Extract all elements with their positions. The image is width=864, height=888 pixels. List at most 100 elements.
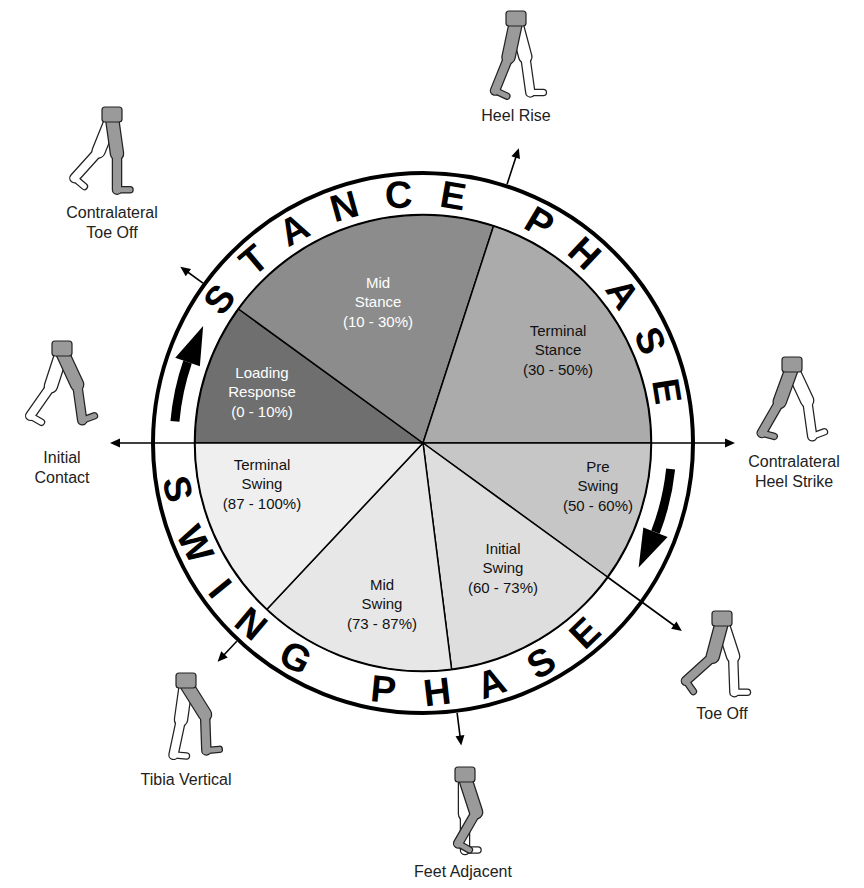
leg-outline bbox=[713, 622, 722, 657]
event-label: Feet Adjacent bbox=[393, 862, 533, 882]
leg-outline bbox=[62, 352, 77, 385]
leader-arrowhead bbox=[456, 735, 465, 745]
leg-outline bbox=[30, 386, 51, 415]
leg-fill bbox=[117, 187, 130, 192]
leg-fill bbox=[62, 352, 77, 385]
leader-arrowhead bbox=[218, 651, 228, 661]
leg-fill bbox=[495, 91, 507, 96]
phase-range: (60 - 73%) bbox=[433, 578, 573, 598]
leg-fill bbox=[77, 385, 82, 421]
leg-outline bbox=[112, 154, 123, 190]
leg-outline bbox=[495, 91, 507, 96]
leg-fill bbox=[205, 715, 206, 751]
pelvis-icon bbox=[782, 357, 802, 372]
phase-name: Pre Swing bbox=[570, 457, 626, 496]
phase-name: Loading Response bbox=[222, 363, 302, 402]
direction-arrowhead bbox=[639, 528, 668, 568]
pelvis-icon bbox=[506, 11, 526, 26]
sector-text: Loading Response(0 - 10%) bbox=[192, 363, 332, 422]
leg-outline bbox=[174, 720, 181, 755]
leg-outline bbox=[30, 416, 41, 423]
leg-fill bbox=[509, 22, 516, 57]
sector-text: Mid Stance(10 - 30%) bbox=[308, 273, 448, 332]
pelvis-icon bbox=[176, 673, 196, 688]
direction-arrowhead bbox=[175, 326, 203, 366]
leg-fill bbox=[762, 402, 780, 433]
pelvis-icon bbox=[102, 107, 122, 122]
leg-fill bbox=[686, 657, 713, 681]
phase-sector: Initial Swing(60 - 73%) bbox=[420, 440, 611, 673]
sector-text: Pre Swing(50 - 60%) bbox=[528, 457, 668, 516]
leg-fill bbox=[525, 57, 530, 93]
phase-name: Terminal Swing bbox=[220, 455, 304, 494]
leg-outline bbox=[495, 57, 508, 90]
leader-arrowhead bbox=[110, 439, 120, 448]
phase-range: (30 - 50%) bbox=[488, 360, 628, 380]
leg-outline bbox=[74, 151, 98, 178]
sector-text: Mid Swing(73 - 87%) bbox=[312, 575, 452, 634]
leg-fill bbox=[82, 416, 94, 420]
pie-outline bbox=[195, 215, 651, 671]
leg-outline bbox=[762, 433, 775, 436]
pelvis-icon bbox=[52, 341, 72, 356]
leg-fill bbox=[762, 433, 775, 436]
leg-fill bbox=[206, 749, 219, 750]
leg-fill bbox=[530, 90, 543, 95]
event-label: Toe Off bbox=[672, 704, 772, 724]
leg-outline bbox=[686, 681, 693, 692]
leg-fill bbox=[30, 386, 51, 415]
phase-range: (0 - 10%) bbox=[192, 402, 332, 422]
leg-fill bbox=[74, 178, 84, 186]
phase-name: Terminal Stance bbox=[518, 321, 598, 360]
leg-fill bbox=[812, 432, 824, 436]
leg-outline bbox=[206, 749, 219, 750]
leg-fill bbox=[74, 151, 98, 178]
leg-outline bbox=[458, 812, 476, 843]
phase-name: Mid Swing bbox=[354, 575, 410, 614]
leg-outline bbox=[509, 22, 516, 57]
sector-fill bbox=[423, 443, 607, 669]
leg-fill bbox=[174, 720, 181, 755]
leader-arrowhead bbox=[671, 622, 682, 632]
event-label: Heel Rise bbox=[456, 106, 576, 126]
leg-fill bbox=[458, 812, 476, 843]
leg-outline bbox=[174, 755, 187, 756]
leg-fill bbox=[30, 416, 41, 423]
phase-range: (10 - 30%) bbox=[308, 312, 448, 332]
leader-arrowhead bbox=[511, 148, 520, 159]
leg-outline bbox=[762, 402, 780, 433]
sector-text: Initial Swing(60 - 73%) bbox=[433, 539, 573, 598]
event-label: Tibia Vertical bbox=[121, 770, 251, 790]
leg-fill bbox=[686, 681, 693, 692]
leg-fill bbox=[113, 154, 121, 190]
leg-fill bbox=[495, 57, 508, 90]
leg-outline bbox=[686, 657, 713, 681]
leg-fill bbox=[465, 778, 476, 812]
pelvis-icon bbox=[712, 611, 732, 626]
phase-name: Initial Swing bbox=[468, 539, 538, 578]
pelvis-icon bbox=[455, 767, 475, 782]
leg-outline bbox=[807, 401, 812, 437]
leg-fill bbox=[733, 656, 734, 692]
leader-arrowhead bbox=[725, 439, 735, 448]
leg-fill bbox=[780, 368, 792, 402]
phase-range: (87 - 100%) bbox=[192, 494, 332, 514]
leg-fill bbox=[807, 401, 812, 437]
sector-text: Terminal Swing(87 - 100%) bbox=[192, 455, 332, 514]
leg-fill bbox=[734, 690, 747, 695]
leg-fill bbox=[174, 755, 187, 756]
sector-fill bbox=[195, 443, 423, 609]
sector-fill bbox=[423, 226, 651, 443]
leg-outline bbox=[112, 118, 117, 154]
leg-outline bbox=[77, 385, 82, 421]
leg-fill bbox=[112, 118, 117, 154]
leader-arrowhead bbox=[180, 267, 191, 277]
direction-arrow bbox=[175, 362, 188, 421]
leg-outline bbox=[733, 656, 734, 692]
leg-outline bbox=[465, 778, 476, 812]
event-label: Contralateral Toe Off bbox=[56, 203, 168, 243]
leg-fill bbox=[458, 843, 469, 850]
event-label: Initial Contact bbox=[22, 448, 102, 488]
phase-name: Mid Stance bbox=[348, 273, 408, 312]
